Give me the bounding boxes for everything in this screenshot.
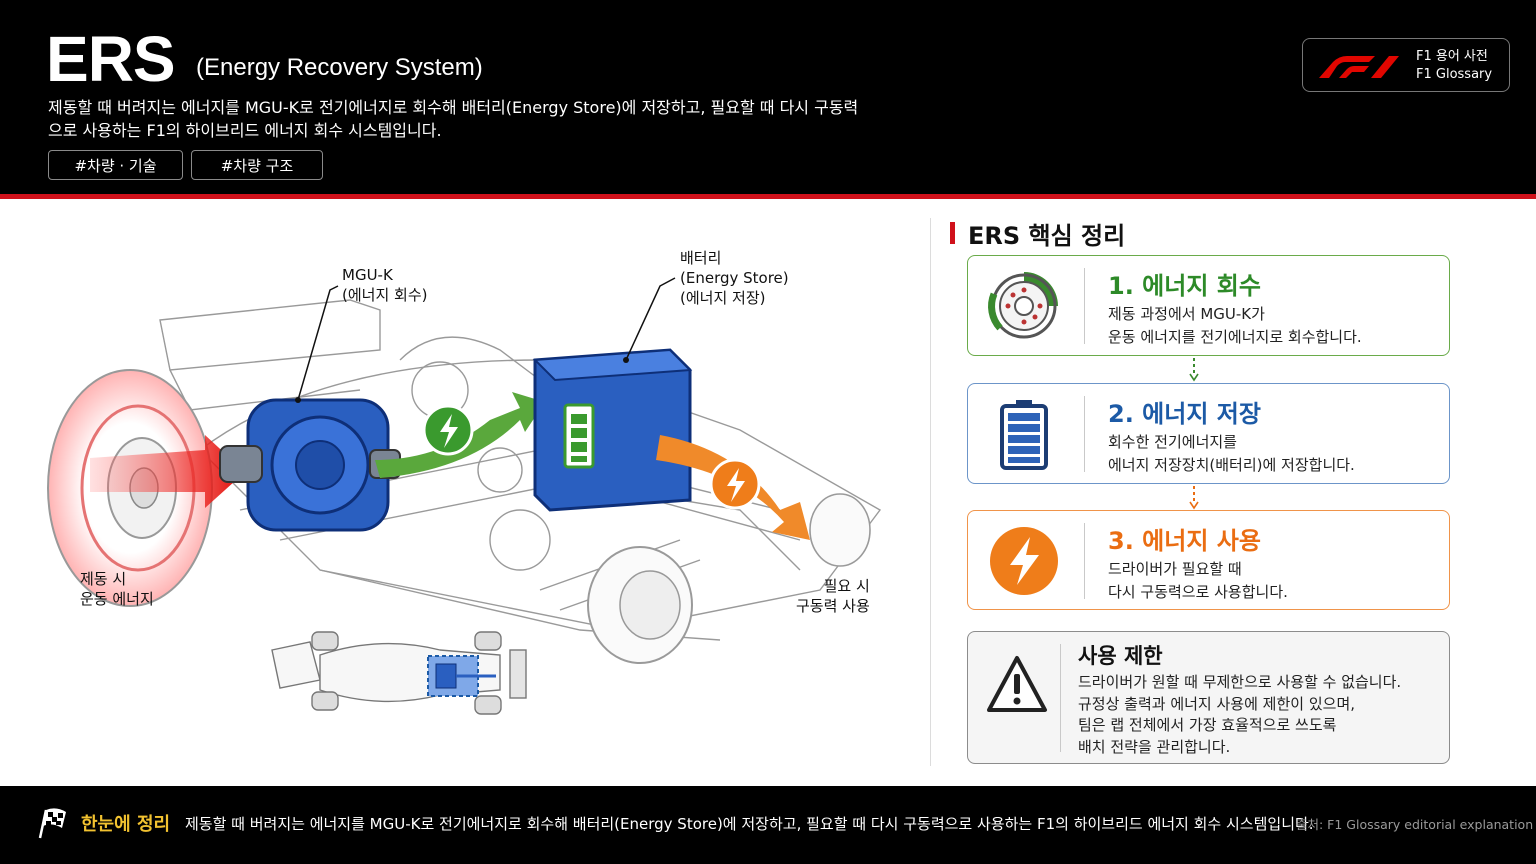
label-mgu-k-role: (에너지 회수) xyxy=(342,286,428,304)
card-text: 드라이버가 원할 때 무제한으로 사용할 수 없습니다. 규정상 출력과 에너지… xyxy=(1078,672,1401,758)
page-description: 제동할 때 버려지는 에너지를 MGU-K로 전기에너지로 회수해 배터리(En… xyxy=(48,98,859,140)
card-separator xyxy=(1084,523,1085,599)
card-text: 드라이버가 필요할 때 다시 구동력으로 사용합니다. xyxy=(1108,558,1288,604)
tag-vehicle-structure[interactable]: #차량 구조 xyxy=(191,150,323,180)
header-bar xyxy=(0,0,1536,194)
page-title: ERS xyxy=(46,23,176,95)
ers-car-illustration xyxy=(47,277,882,715)
card-energy-recovery: 1. 에너지 회수 제동 과정에서 MGU-K가 운동 에너지를 전기에너지로 … xyxy=(967,255,1450,356)
panel-divider xyxy=(930,218,931,766)
lightning-icon xyxy=(990,527,1058,595)
label-braking-line1: 제동 시 xyxy=(80,570,127,588)
card-separator xyxy=(1060,644,1061,752)
flow-connector xyxy=(1189,358,1199,382)
card-energy-deploy: 3. 에너지 사용 드라이버가 필요할 때 다시 구동력으로 사용합니다. xyxy=(967,510,1450,610)
mgu-k-unit xyxy=(219,398,401,532)
logo-line-1: F1 용어 사전 xyxy=(1416,49,1488,64)
card-text: 회수한 전기에너지를 에너지 저장장치(배터리)에 저장합니다. xyxy=(1108,431,1355,477)
label-battery-role: (에너지 저장) xyxy=(680,289,766,307)
label-braking: 제동 시 운동 에너지 xyxy=(80,569,154,609)
card-text-line: 드라이버가 필요할 때 xyxy=(1108,560,1242,578)
card-text-line: 드라이버가 원할 때 무제한으로 사용할 수 없습니다. xyxy=(1078,673,1402,691)
section-accent-bar xyxy=(950,222,955,244)
card-separator xyxy=(1084,396,1085,472)
card-title: 1. 에너지 회수 xyxy=(1108,272,1261,300)
logo-line-2: F1 Glossary xyxy=(1416,67,1493,82)
footer-label: 한눈에 정리 xyxy=(81,814,171,835)
card-text: 제동 과정에서 MGU-K가 운동 에너지를 전기에너지로 회수합니다. xyxy=(1108,303,1362,349)
label-battery-en: (Energy Store) xyxy=(680,269,789,287)
card-text-line: 에너지 저장장치(배터리)에 저장합니다. xyxy=(1108,456,1355,474)
card-text-line: 운동 에너지를 전기에너지로 회수합니다. xyxy=(1108,328,1362,346)
card-text-line: 팀은 랩 전체에서 가장 효율적으로 쓰도록 xyxy=(1078,716,1337,734)
recovery-arrow xyxy=(375,392,545,478)
battery-unit xyxy=(532,348,693,512)
card-text-line: 규정상 출력과 에너지 사용에 제한이 있으며, xyxy=(1078,694,1356,713)
f1-glossary-logo: F1 용어 사전 F1 Glossary xyxy=(1302,38,1510,92)
brake-disc-icon xyxy=(988,272,1058,339)
card-energy-storage: 2. 에너지 저장 회수한 전기에너지를 에너지 저장장치(배터리)에 저장합니… xyxy=(967,383,1450,484)
label-deploy-line1: 필요 시 xyxy=(823,577,870,595)
mini-car-topview xyxy=(271,631,527,715)
card-title: 3. 에너지 사용 xyxy=(1108,527,1261,555)
card-text-line: 제동 과정에서 MGU-K가 xyxy=(1108,305,1265,323)
card-text-line: 다시 구동력으로 사용합니다. xyxy=(1108,583,1288,601)
footer-bar: 한눈에 정리 제동할 때 버려지는 에너지를 MGU-K로 전기에너지로 회수해… xyxy=(0,786,1536,864)
label-deploy: 필요 시 구동력 사용 xyxy=(796,576,870,616)
label-battery: 배터리 (Energy Store) (에너지 저장) xyxy=(680,248,789,308)
battery-icon xyxy=(1000,400,1048,470)
f1-logo-icon xyxy=(1319,56,1399,78)
label-battery-name: 배터리 xyxy=(680,249,722,267)
kinetic-energy-arrow xyxy=(90,435,245,508)
page-subtitle: (Energy Recovery System) xyxy=(196,54,483,81)
deploy-arrow xyxy=(656,435,810,540)
label-braking-line2: 운동 에너지 xyxy=(80,590,154,608)
flow-connector xyxy=(1189,486,1199,510)
card-usage-limit: 사용 제한 드라이버가 원할 때 무제한으로 사용할 수 없습니다. 규정상 출… xyxy=(967,631,1450,764)
card-text-line: 배치 전략을 관리합니다. xyxy=(1078,737,1231,756)
checkered-flag-icon xyxy=(38,808,66,839)
footer-source: 출처: F1 Glossary editorial explanation xyxy=(1296,817,1534,832)
rear-wheel xyxy=(587,493,871,664)
label-mgu-k-name: MGU-K xyxy=(342,266,393,284)
label-mgu-k: MGU-K (에너지 회수) xyxy=(342,265,427,305)
label-deploy-line2: 구동력 사용 xyxy=(796,597,870,615)
summary-title: ERS 핵심 정리 xyxy=(968,222,1126,250)
tag-vehicle-tech[interactable]: #차량 · 기술 xyxy=(48,150,183,180)
warning-icon xyxy=(987,656,1047,712)
card-title: 사용 제한 xyxy=(1078,644,1163,668)
card-title: 2. 에너지 저장 xyxy=(1108,400,1261,428)
card-separator xyxy=(1084,268,1085,344)
header-divider xyxy=(0,194,1536,199)
card-text-line: 회수한 전기에너지를 xyxy=(1108,433,1237,451)
footer-summary: 제동할 때 버려지는 에너지를 MGU-K로 전기에너지로 회수해 배터리(En… xyxy=(185,815,1314,833)
